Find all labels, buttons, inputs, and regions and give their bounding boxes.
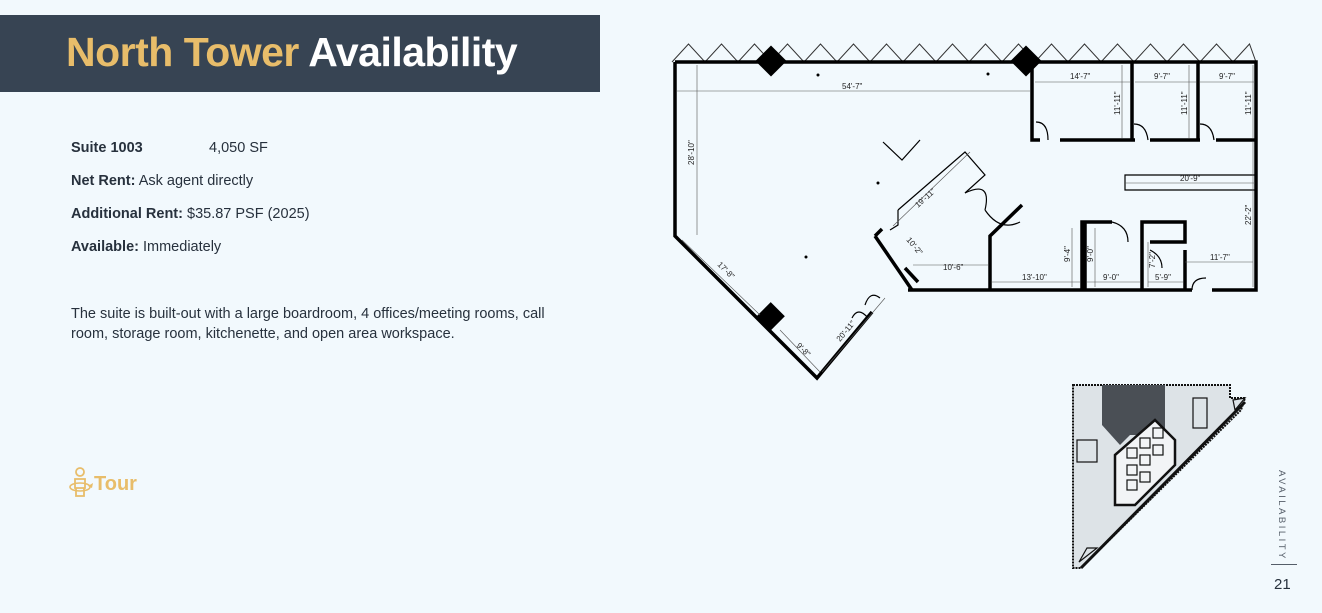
dim-label: 13'-10"	[1022, 273, 1047, 282]
suite-area: 4,050 SF	[209, 140, 268, 156]
dim-label: 9'-7"	[1219, 72, 1235, 81]
dim-label: 9'-0"	[1103, 273, 1119, 282]
additional-rent-label: Additional Rent:	[71, 206, 183, 222]
net-rent-row: Net Rent: Ask agent directly	[71, 173, 310, 206]
net-rent-value: Ask agent directly	[138, 173, 254, 189]
dim-label: 19'-11"	[913, 186, 937, 209]
dimension-lines	[677, 65, 1255, 373]
dim-label: 14'-7"	[1070, 72, 1091, 81]
suite-description: The suite is built-out with a large boar…	[71, 306, 545, 342]
dim-label: 9'-0"	[1086, 246, 1095, 262]
dim-label: 11'-7"	[1210, 253, 1230, 262]
page-title: North Tower Availability	[66, 29, 518, 76]
dim-label: 10'-6"	[943, 263, 964, 272]
dim-label: 9'-7"	[1154, 72, 1170, 81]
additional-rent-row: Additional Rent: $35.87 PSF (2025)	[71, 206, 310, 239]
dim-label: 11'-11"	[1113, 91, 1122, 115]
section-label: AVAILABILITY	[1276, 470, 1287, 561]
dim-label: 22'-2"	[1244, 204, 1253, 225]
divider	[1271, 564, 1297, 565]
dim-label: 20'-9"	[1180, 174, 1201, 183]
dim-label: 5'-9"	[1155, 273, 1171, 282]
additional-rent-value: $35.87 PSF (2025)	[187, 206, 310, 222]
page-number: 21	[1274, 576, 1291, 593]
available-row: Available: Immediately	[71, 239, 310, 272]
dim-label: 9'-4"	[1063, 246, 1072, 262]
corridor-walls	[851, 121, 1257, 319]
title-gold: North Tower	[66, 29, 299, 75]
core	[1113, 418, 1177, 507]
title-banner: North Tower Availability	[0, 15, 600, 92]
suite-label: Suite 1003	[71, 140, 143, 156]
net-rent-label: Net Rent:	[71, 173, 136, 189]
available-value: Immediately	[143, 239, 222, 255]
suite-facts: Suite 1003 4,050 SF Net Rent: Ask agent …	[71, 140, 310, 272]
walls	[673, 60, 1258, 381]
floor-plan: 54'-7" 28'-10" 14'-7" 9'-7" 9'-7" 11'-11…	[671, 43, 1258, 381]
available-label: Available:	[71, 239, 139, 255]
dim-label: 7'-2"	[1148, 252, 1157, 268]
tour-link[interactable]: Tour	[68, 466, 137, 502]
dim-label: 10'-2"	[904, 236, 924, 258]
title-white: Availability	[308, 29, 518, 75]
north-arrow-icon	[882, 139, 921, 161]
dim-label: 20'-11"	[835, 319, 858, 343]
tour-person-icon	[69, 467, 93, 497]
dim-label: 28'-10"	[687, 140, 696, 165]
key-plan	[1072, 384, 1247, 570]
dim-label: 11'-11"	[1180, 91, 1189, 115]
tour-label: Tour	[94, 472, 137, 495]
dim-label: 54'-7"	[842, 82, 863, 91]
suite-row: Suite 1003 4,050 SF	[71, 140, 310, 173]
dim-label: 11'-11"	[1244, 91, 1253, 115]
